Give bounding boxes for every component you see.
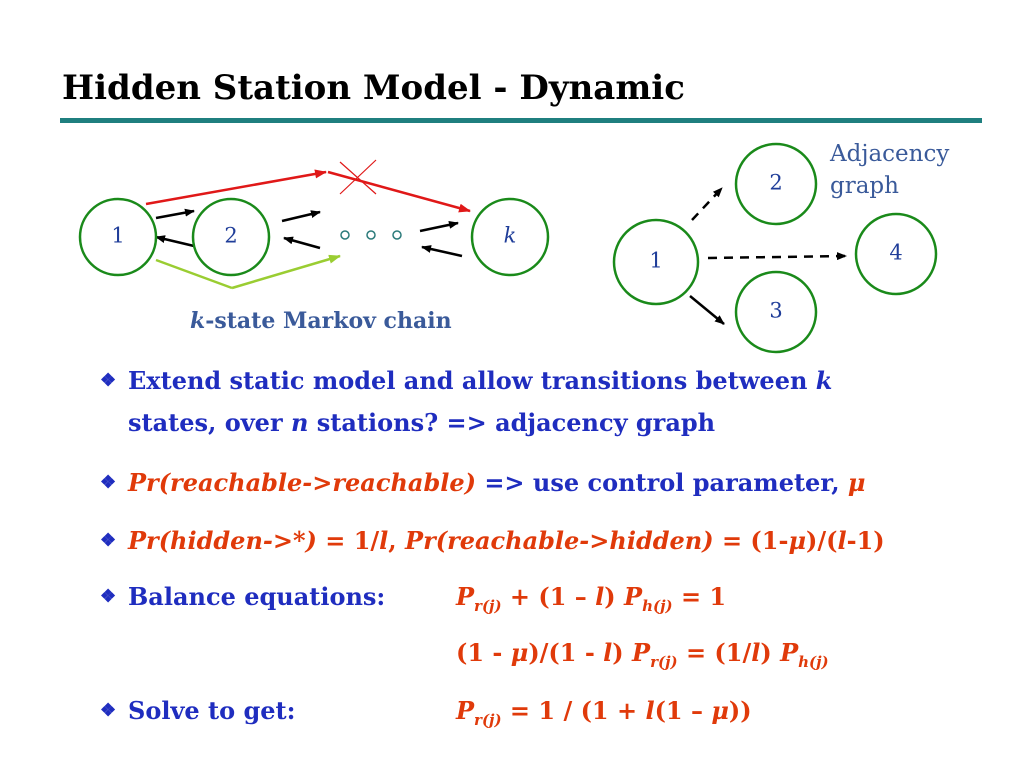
bullet-1-cont: states, over n stations? => adjacency gr… [128,408,716,437]
bullet-diamond-icon: ❖ [100,700,117,721]
solution-equation: Pr(j) = 1 / (1 + l(1 – μ)) [456,696,752,729]
bullet-5: ❖Solve to get: [100,696,296,725]
slide-title: Hidden Station Model - Dynamic [62,68,685,108]
ellipsis-dot [340,230,350,240]
svg-text:3: 3 [769,299,782,323]
svg-text:4: 4 [889,241,902,265]
arrow-dots-to-k [419,220,459,233]
markov-node-1: 1 [78,197,158,277]
svg-text:2: 2 [224,224,237,248]
red-x-mark [339,159,377,195]
ellipsis-dot [392,230,402,240]
bullet-diamond-icon: ❖ [100,586,117,607]
arrow-dots-to-2 [283,236,321,250]
arrow-1-to-3 [689,295,725,325]
bullet-3: ❖Pr(hidden->*) = 1/l, Pr(reachable->hidd… [100,526,885,555]
balance-equation-2: (1 - μ)/(1 - l) Pr(j) = (1/l) Ph(j) [456,638,829,671]
bullet-2: ❖Pr(reachable->reachable) => use control… [100,468,866,497]
green-skip-arrow-2 [231,254,341,290]
ellipsis-dot [366,230,376,240]
green-skip-arrow-1 [155,258,233,290]
bullet-diamond-icon: ❖ [100,530,117,551]
arrow-2-to-dots [281,210,321,223]
markov-caption: k-state Markov chain [190,308,452,334]
svg-text:1: 1 [111,224,124,248]
bullet-diamond-icon: ❖ [100,472,117,493]
markov-chain: 1 2 k [78,159,550,290]
adjacency-node-4: 4 [854,212,938,296]
dashed-arrow-1-to-4 [707,252,847,261]
adjacency-node-2: 2 [734,142,818,226]
svg-text:k: k [504,224,517,248]
svg-text:2: 2 [769,171,782,195]
bullet-diamond-icon: ❖ [100,370,117,391]
balance-equation-1: Pr(j) + (1 – l) Ph(j) = 1 [456,582,727,615]
red-skip-arrow-1 [145,169,327,206]
markov-node-2: 2 [191,197,271,277]
bullet-1: ❖Extend static model and allow transitio… [100,366,833,395]
adjacency-node-1: 1 [612,218,700,306]
adjacency-graph: 1 2 3 4 [612,142,938,354]
dashed-arrow-1-to-2 [691,187,723,221]
markov-node-k: k [470,197,550,277]
adjacency-node-3: 3 [734,270,818,354]
adjacency-label: Adjacency graph [830,141,950,199]
svg-text:1: 1 [649,249,662,273]
arrow-1-to-2 [155,208,195,220]
arrow-k-to-dots [421,245,463,258]
bullet-4: ❖Balance equations: [100,582,386,611]
title-underline [60,118,982,123]
arrow-2-to-1 [155,235,195,248]
red-skip-arrow-2 [327,170,471,213]
